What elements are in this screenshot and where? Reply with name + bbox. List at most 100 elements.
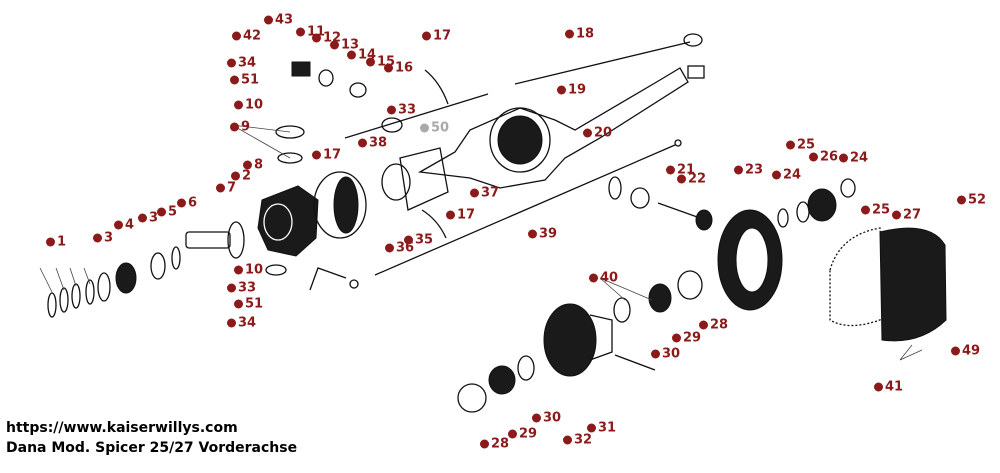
callout-39: 39 — [528, 228, 557, 241]
callout-29: 29 — [672, 332, 701, 345]
callout-dot — [93, 233, 102, 243]
callout-dot — [231, 171, 240, 181]
pinion-gear — [608, 176, 713, 231]
callout-dot — [234, 299, 243, 309]
callout-dot — [666, 165, 675, 175]
callout-number: 52 — [968, 192, 987, 208]
callout-34: 34 — [227, 57, 256, 70]
callout-number: 23 — [745, 162, 764, 178]
axle-shaft-right — [514, 33, 703, 85]
callout-10: 10 — [234, 264, 263, 277]
source-url[interactable]: https://www.kaiserwillys.com — [6, 420, 238, 436]
callout-number: 32 — [574, 432, 593, 448]
callout-dot — [951, 346, 960, 356]
callout-number: 1 — [57, 234, 67, 250]
callout-32: 32 — [563, 434, 592, 447]
callout-dot — [366, 57, 375, 67]
callout-number: 10 — [245, 97, 264, 113]
callout-number: 34 — [238, 55, 257, 71]
callout-dot — [734, 165, 743, 175]
callout-20: 20 — [583, 127, 612, 140]
callout-dot — [772, 170, 781, 180]
callout-number: 13 — [341, 37, 360, 53]
callout-number: 6 — [188, 195, 198, 211]
callout-dot — [528, 229, 537, 239]
callout-number: 34 — [238, 315, 257, 331]
callout-dot — [234, 265, 243, 275]
carrier-bearings — [457, 270, 703, 413]
callout-number: 41 — [885, 379, 904, 395]
callout-number: 24 — [850, 150, 869, 166]
callout-dot — [312, 33, 321, 43]
boot-arc-lower — [421, 209, 447, 239]
callout-dot — [46, 237, 55, 247]
callout-number: 29 — [683, 330, 702, 346]
callout-10: 10 — [234, 99, 263, 112]
callout-17: 17 — [446, 209, 475, 222]
callout-number: 22 — [688, 171, 707, 187]
callout-4: 4 — [114, 219, 134, 232]
differential-gears — [777, 178, 856, 228]
callout-7: 7 — [216, 182, 236, 195]
callout-number: 37 — [481, 185, 500, 201]
callout-dot — [227, 58, 236, 68]
leader-lines — [39, 124, 923, 361]
axle-housing — [417, 65, 705, 189]
callout-3: 3 — [93, 232, 113, 245]
callout-dot — [227, 283, 236, 293]
callout-number: 10 — [245, 262, 264, 278]
callout-number: 24 — [783, 167, 802, 183]
callout-number: 21 — [677, 162, 696, 178]
callout-16: 16 — [384, 62, 413, 75]
callout-number: 49 — [962, 343, 981, 359]
callout-19: 19 — [557, 84, 586, 97]
callout-number: 7 — [227, 180, 237, 196]
tie-rod — [374, 139, 682, 276]
callout-number: 3 — [104, 230, 114, 246]
callout-dot — [330, 40, 339, 50]
callout-dot — [565, 29, 574, 39]
steering-knuckle — [257, 185, 319, 257]
callout-dot — [583, 128, 592, 138]
callout-dot — [264, 15, 273, 25]
callout-number: 9 — [241, 119, 251, 135]
callout-number: 25 — [872, 202, 891, 218]
callout-dot — [861, 205, 870, 215]
callout-35: 35 — [404, 234, 433, 247]
steering-arm — [309, 267, 359, 291]
callout-number: 43 — [275, 12, 294, 28]
callout-dot — [296, 27, 305, 37]
callout-number: 51 — [245, 296, 264, 312]
callout-dot — [420, 123, 429, 133]
callout-number: 5 — [168, 204, 178, 220]
wheel-bearing-set — [47, 246, 181, 318]
callout-5: 5 — [157, 206, 177, 219]
callout-40: 40 — [589, 272, 618, 285]
housing-flange — [381, 147, 449, 211]
callout-dot — [347, 50, 356, 60]
callout-dot — [892, 210, 901, 220]
callout-dot — [227, 318, 236, 328]
callout-43: 43 — [264, 14, 293, 27]
callout-number: 28 — [710, 317, 729, 333]
callout-dot — [384, 63, 393, 73]
callout-dot — [138, 213, 147, 223]
callout-41: 41 — [874, 381, 903, 394]
callout-dot — [508, 429, 517, 439]
callout-36: 36 — [385, 242, 414, 255]
callout-49: 49 — [951, 345, 980, 358]
callout-number: 26 — [820, 149, 839, 165]
callout-number: 28 — [491, 436, 510, 452]
diagram-title: Dana Mod. Spicer 25/27 Vorderachse — [6, 440, 298, 456]
callout-30: 30 — [532, 412, 561, 425]
diff-cover — [879, 227, 947, 342]
spindle — [185, 221, 245, 259]
boot-arc-upper — [424, 69, 449, 105]
callout-dot — [157, 207, 166, 217]
callout-24: 24 — [772, 169, 801, 182]
callout-number: 39 — [539, 226, 558, 242]
callout-number: 30 — [543, 410, 562, 426]
callout-51: 51 — [230, 74, 259, 87]
axle-shaft-left — [344, 93, 489, 139]
callout-number: 33 — [398, 102, 417, 118]
